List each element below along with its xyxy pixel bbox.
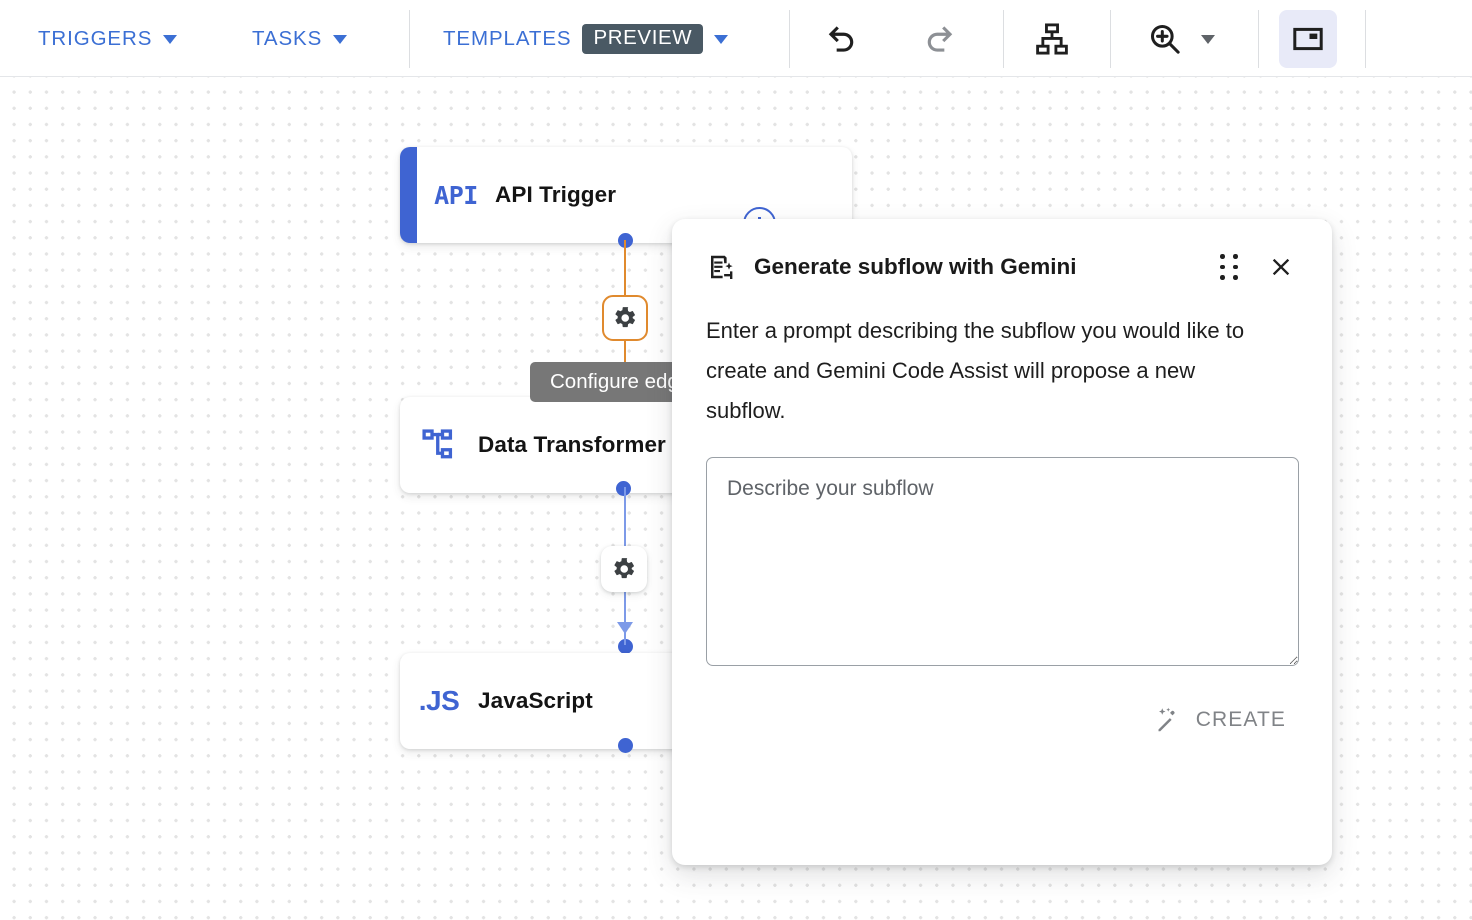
node-output-port[interactable] — [618, 639, 633, 654]
close-button[interactable] — [1264, 250, 1298, 284]
picture-in-picture-icon — [1293, 27, 1323, 51]
node-title: JavaScript — [478, 688, 593, 713]
gear-icon — [614, 558, 634, 579]
menu-tasks-label: TASKS — [252, 27, 323, 50]
top-toolbar: TRIGGERS TASKS TEMPLATES PREVIEW — [0, 0, 1472, 77]
panel-title: Generate subflow with Gemini — [754, 254, 1077, 279]
menu-templates[interactable]: TEMPLATES PREVIEW — [443, 19, 729, 59]
preview-badge: PREVIEW — [582, 23, 704, 55]
data-transformer-icon — [400, 426, 478, 464]
drag-handle-icon[interactable] — [1218, 253, 1240, 281]
menu-templates-label: TEMPLATES — [443, 27, 572, 50]
chevron-down-icon — [714, 34, 729, 44]
toolbar-divider — [1258, 10, 1259, 68]
panel-header: Generate subflow with Gemini — [706, 219, 1298, 305]
node-accent-bar — [400, 147, 417, 243]
create-button[interactable]: CREATE — [1143, 697, 1296, 743]
toolbar-divider — [789, 10, 790, 68]
node-input-port[interactable] — [616, 481, 631, 496]
menu-tasks[interactable]: TASKS — [252, 19, 348, 59]
chevron-down-icon — [1201, 34, 1215, 44]
undo-icon — [828, 26, 854, 52]
toolbar-divider — [409, 10, 410, 68]
toolbar-divider — [1365, 10, 1366, 68]
zoom-dropdown-button[interactable] — [1197, 28, 1219, 50]
create-button-label: CREATE — [1195, 708, 1286, 731]
magic-wand-icon — [1158, 707, 1175, 732]
redo-button[interactable] — [909, 10, 967, 68]
node-output-port[interactable] — [618, 738, 633, 753]
menu-triggers-label: TRIGGERS — [38, 27, 153, 50]
document-sparkle-icon — [711, 255, 733, 279]
undo-button[interactable] — [814, 10, 872, 68]
menu-triggers[interactable]: TRIGGERS — [38, 19, 178, 59]
gear-icon — [615, 307, 635, 328]
hierarchy-button[interactable] — [1023, 10, 1081, 68]
toolbar-divider — [1110, 10, 1111, 68]
api-icon: API — [434, 180, 478, 210]
configure-edge-button[interactable] — [601, 546, 647, 592]
subflow-description-input[interactable] — [706, 457, 1299, 666]
redo-icon — [927, 26, 953, 52]
toolbar-divider — [1003, 10, 1004, 68]
hierarchy-icon — [1036, 23, 1068, 55]
panel-actions: CREATE — [706, 697, 1298, 743]
configure-edge-button[interactable] — [602, 295, 648, 341]
minimap-button[interactable] — [1279, 10, 1337, 68]
generate-subflow-panel: Generate subflow with Gemini Enter a pro… — [672, 219, 1332, 865]
zoom-button[interactable] — [1136, 10, 1194, 68]
close-icon — [1272, 258, 1290, 276]
chevron-down-icon — [163, 34, 178, 44]
chevron-down-icon — [333, 34, 348, 44]
panel-description: Enter a prompt describing the subflow yo… — [706, 318, 1245, 423]
javascript-icon: .JS — [418, 685, 460, 716]
node-title: Data Transformer — [478, 432, 666, 457]
node-title: API Trigger — [495, 182, 617, 207]
edge-arrowhead-icon — [617, 622, 633, 634]
zoom-in-icon — [1150, 24, 1180, 54]
